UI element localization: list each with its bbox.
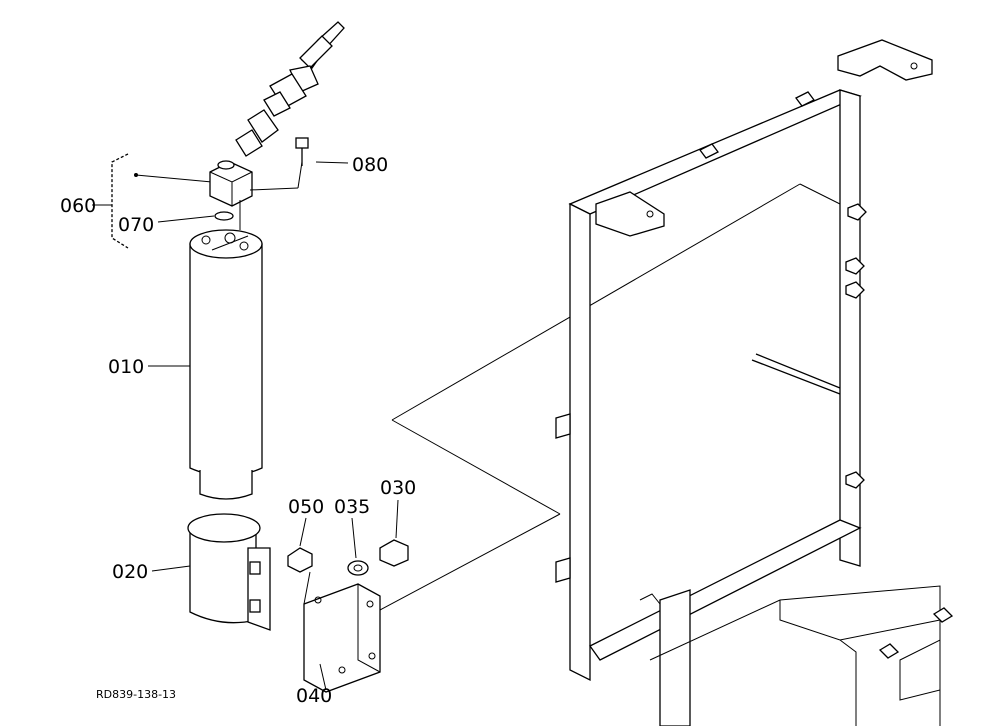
label-010: 010 xyxy=(108,356,144,378)
bolt-080 xyxy=(295,137,349,166)
figure-code: RD839-138-13 xyxy=(96,688,176,701)
clamp-020 xyxy=(151,513,271,631)
fastener-050 xyxy=(287,517,313,573)
label-060: 060 xyxy=(60,195,96,217)
receiver-drier-010 xyxy=(148,229,263,500)
label-035: 035 xyxy=(334,496,370,518)
label-040: 040 xyxy=(296,685,332,707)
o-ring-070 xyxy=(157,211,234,223)
label-020: 020 xyxy=(112,561,148,583)
nut-030 xyxy=(379,499,409,567)
hose-fitting xyxy=(235,21,345,157)
valve-block xyxy=(209,160,303,230)
condenser-frame xyxy=(555,39,954,726)
bracket-040 xyxy=(303,583,381,693)
label-070: 070 xyxy=(118,214,154,236)
washer-035 xyxy=(347,517,369,576)
label-030: 030 xyxy=(380,477,416,499)
label-080: 080 xyxy=(352,154,388,176)
label-050: 050 xyxy=(288,496,324,518)
assembly-bracket-060 xyxy=(92,153,213,249)
leader-lines xyxy=(303,183,861,611)
